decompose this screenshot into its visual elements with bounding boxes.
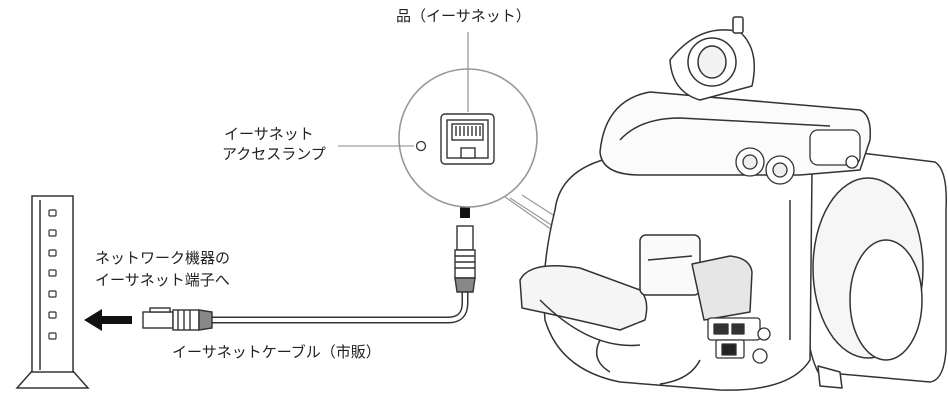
camera-port-panel — [707, 317, 771, 364]
device-indicator-lights — [48, 209, 57, 340]
ethernet-jack-icon — [440, 113, 495, 165]
access-lamp-label-line2: アクセスランプ — [222, 145, 326, 163]
xlr-inputs — [735, 129, 861, 185]
ethernet-cable-label: イーサネットケーブル（市販） — [172, 343, 381, 361]
ethernet-cable — [212, 292, 469, 324]
cable-plug-right — [454, 225, 476, 293]
access-lamp-icon — [415, 140, 427, 152]
ethernet-terminal-label: 品（イーサネット） — [396, 7, 531, 25]
access-lamp-label-line1: イーサネット — [224, 125, 314, 143]
camcorder — [519, 16, 948, 391]
network-device — [15, 195, 90, 389]
leader-lines — [338, 32, 469, 147]
network-device-label-line2: イーサネット端子へ — [95, 271, 230, 289]
network-device-label-line1: ネットワーク機器の — [95, 249, 231, 267]
magnified-terminal — [398, 68, 538, 208]
cable-plug-left — [142, 307, 213, 331]
left-arrow-icon — [84, 309, 132, 331]
